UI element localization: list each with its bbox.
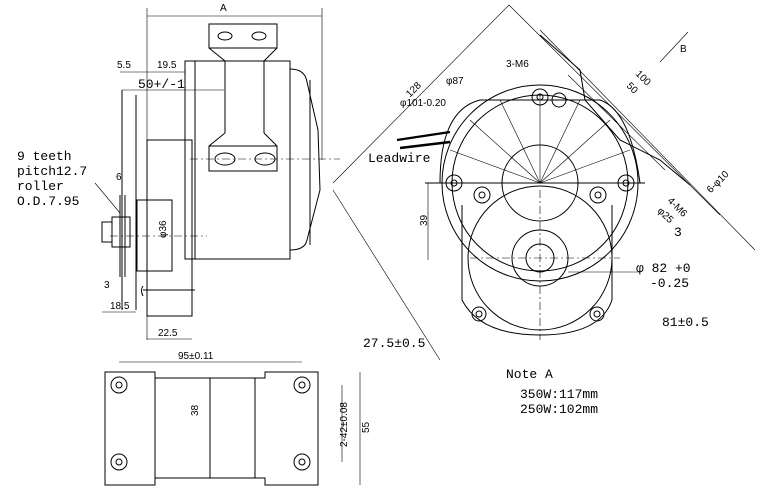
- dim-19-5: 19.5: [157, 60, 177, 71]
- dim-phi36: φ36: [158, 220, 169, 238]
- note-a: Note A 350W:117mm 250W:102mm: [506, 367, 598, 417]
- dim-18-5: 18.5: [110, 301, 130, 312]
- sprocket-note-line-3: roller: [17, 179, 64, 194]
- dim-phi82: φ 82 +0: [636, 261, 691, 276]
- dim-42: 2-42±0.08: [339, 402, 350, 447]
- dim-phi82-tol: -0.25: [650, 276, 689, 291]
- front-view: Leadwire 128 φ101-0.20 φ87 3-M6 100 50 B…: [332, 4, 756, 361]
- dim-3m6: 3-M6: [506, 59, 529, 70]
- note-line-250w: 250W:102mm: [520, 402, 598, 417]
- bottom-view: 95±0.11 38 2-42±0.08 55: [104, 351, 372, 486]
- dim-50: 50: [624, 81, 640, 97]
- sprocket-note-line-4: O.D.7.95: [17, 194, 79, 209]
- dim-50: 50+/-1: [138, 77, 185, 92]
- sprocket-note-line-2: pitch12.7: [17, 164, 87, 179]
- note-title: Note A: [506, 367, 553, 382]
- dim-39: 39: [419, 214, 430, 226]
- dim-6: 6: [116, 172, 122, 183]
- dim-6phi: 6-φ10: [705, 169, 732, 196]
- dim-22-5: 22.5: [158, 328, 178, 339]
- side-view: A φ36 5.5 19.5: [17, 3, 340, 340]
- dim-3-front: 3: [674, 225, 682, 240]
- dim-3: 3: [104, 280, 110, 291]
- dim-b: B: [680, 44, 687, 55]
- note-line-350w: 350W:117mm: [520, 387, 598, 402]
- sprocket-note-line-1: 9 teeth: [17, 149, 72, 164]
- dim-38: 38: [190, 404, 201, 416]
- dim-95: 95±0.11: [178, 351, 214, 362]
- dim-phi87: φ87: [446, 76, 464, 87]
- dim-5-5: 5.5: [117, 60, 131, 71]
- dim-27-5: 27.5±0.5: [363, 336, 425, 351]
- dim-128: 128: [404, 80, 424, 100]
- dim-81: 81±0.5: [662, 315, 709, 330]
- dim-a: A: [220, 3, 227, 14]
- leadwire-label: Leadwire: [368, 151, 430, 166]
- dim-55: 55: [361, 421, 372, 433]
- dim-phi101: φ101-0.20: [400, 98, 446, 109]
